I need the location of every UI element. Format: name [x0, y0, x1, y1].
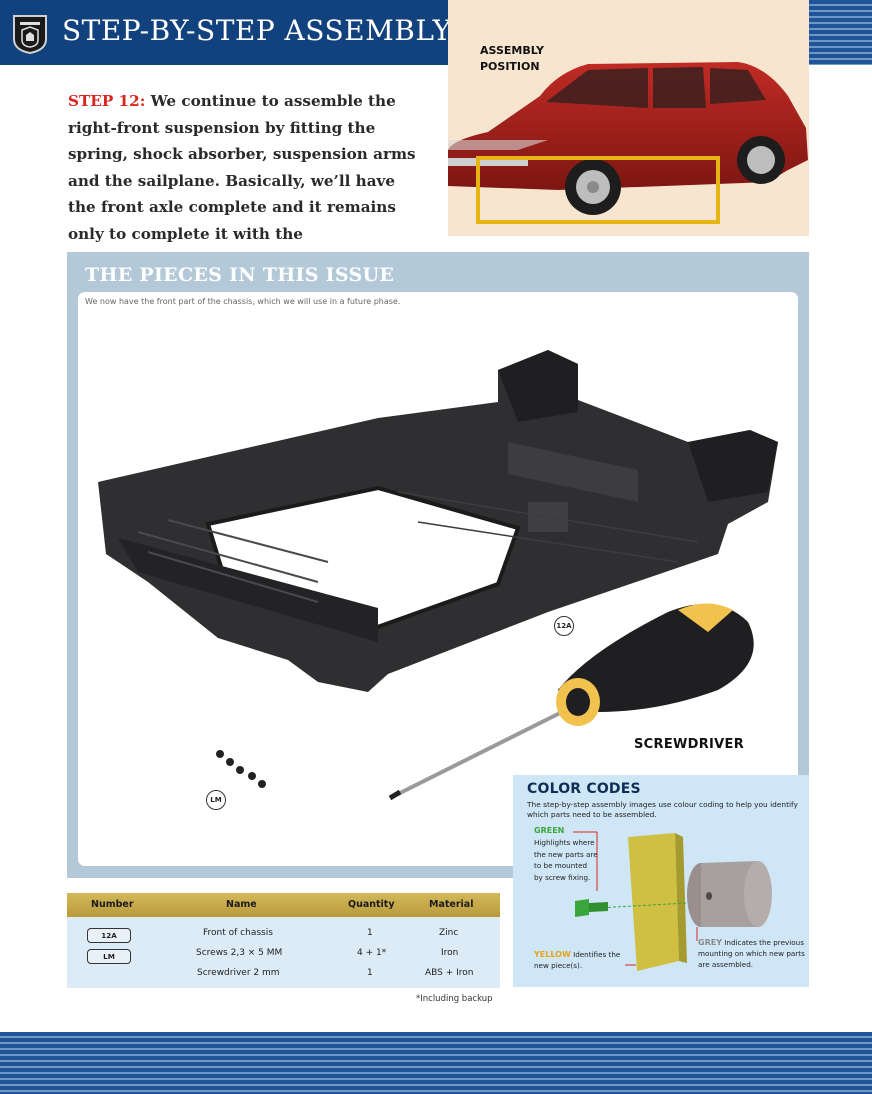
header-title-bar: STEP-BY-STEP ASSEMBLY [0, 0, 452, 65]
step-description: STEP 12: We continue to assemble the rig… [68, 88, 416, 274]
color-codes-title: COLOR CODES [527, 781, 641, 797]
yellow-word: YELLOW [534, 950, 571, 959]
page-title: STEP-BY-STEP ASSEMBLY [62, 14, 452, 47]
col-number: Number [91, 899, 134, 910]
step-body: We continue to assemble the right-front … [68, 92, 416, 269]
row-number-badge: 12A [87, 928, 131, 943]
row-material: ABS + Iron [425, 968, 474, 978]
color-codes-illustration [573, 831, 772, 971]
row-name: Screwdriver 2 mm [197, 968, 280, 978]
assembly-highlight-box [476, 156, 720, 224]
row-material: Zinc [439, 928, 459, 938]
pieces-title: THE PIECES IN THIS ISSUE [85, 264, 395, 286]
row-quantity: 1 [367, 928, 373, 938]
screwdriver-label: SCREWDRIVER [634, 737, 745, 752]
row-quantity: 4 + 1* [357, 948, 387, 958]
brand-shield-logo-icon [13, 15, 47, 55]
grey-word: GREY [698, 938, 722, 947]
row-name: Screws 2,3 × 5 MM [196, 948, 283, 958]
tag-lm: LM [206, 790, 226, 810]
pieces-card: We now have the front part of the chassi… [78, 292, 798, 866]
row-quantity: 1 [367, 968, 373, 978]
pieces-subtitle: We now have the front part of the chassi… [85, 297, 401, 306]
assembly-position-label: ASSEMBLY POSITION [480, 44, 544, 73]
green-title: GREEN [534, 826, 565, 835]
color-codes-description: The step-by-step assembly images use col… [527, 800, 798, 819]
footer-band [0, 1032, 872, 1094]
col-quantity: Quantity [348, 899, 395, 910]
yellow-legend: YELLOW Identifies the new piece(s). [534, 949, 624, 971]
tag-12a: 12A [554, 616, 574, 636]
col-name: Name [226, 899, 257, 910]
grey-description: Indicates the previous mounting on which… [698, 938, 805, 969]
green-description: Highlights where the new parts are to be… [534, 838, 598, 882]
chassis-image [98, 350, 778, 801]
row-name: Front of chassis [203, 928, 273, 938]
parts-table: Number Name Quantity Material 12A Front … [67, 893, 500, 988]
table-footnote: *Including backup [416, 994, 493, 1004]
yellow-description: Identifies the new piece(s). [534, 950, 621, 970]
car-image [448, 62, 808, 224]
color-codes-box: COLOR CODES The step-by-step assembly im… [513, 775, 809, 987]
row-material: Iron [441, 948, 459, 958]
assembly-position-panel: ASSEMBLY POSITION [448, 0, 809, 236]
row-number-badge: LM [87, 949, 131, 964]
step-label: STEP 12: [68, 92, 146, 110]
grey-legend: GREY Indicates the previous mounting on … [698, 937, 808, 970]
table-header: Number Name Quantity Material [67, 893, 500, 917]
pieces-panel: THE PIECES IN THIS ISSUE We now have the… [67, 252, 809, 878]
col-material: Material [429, 899, 474, 910]
